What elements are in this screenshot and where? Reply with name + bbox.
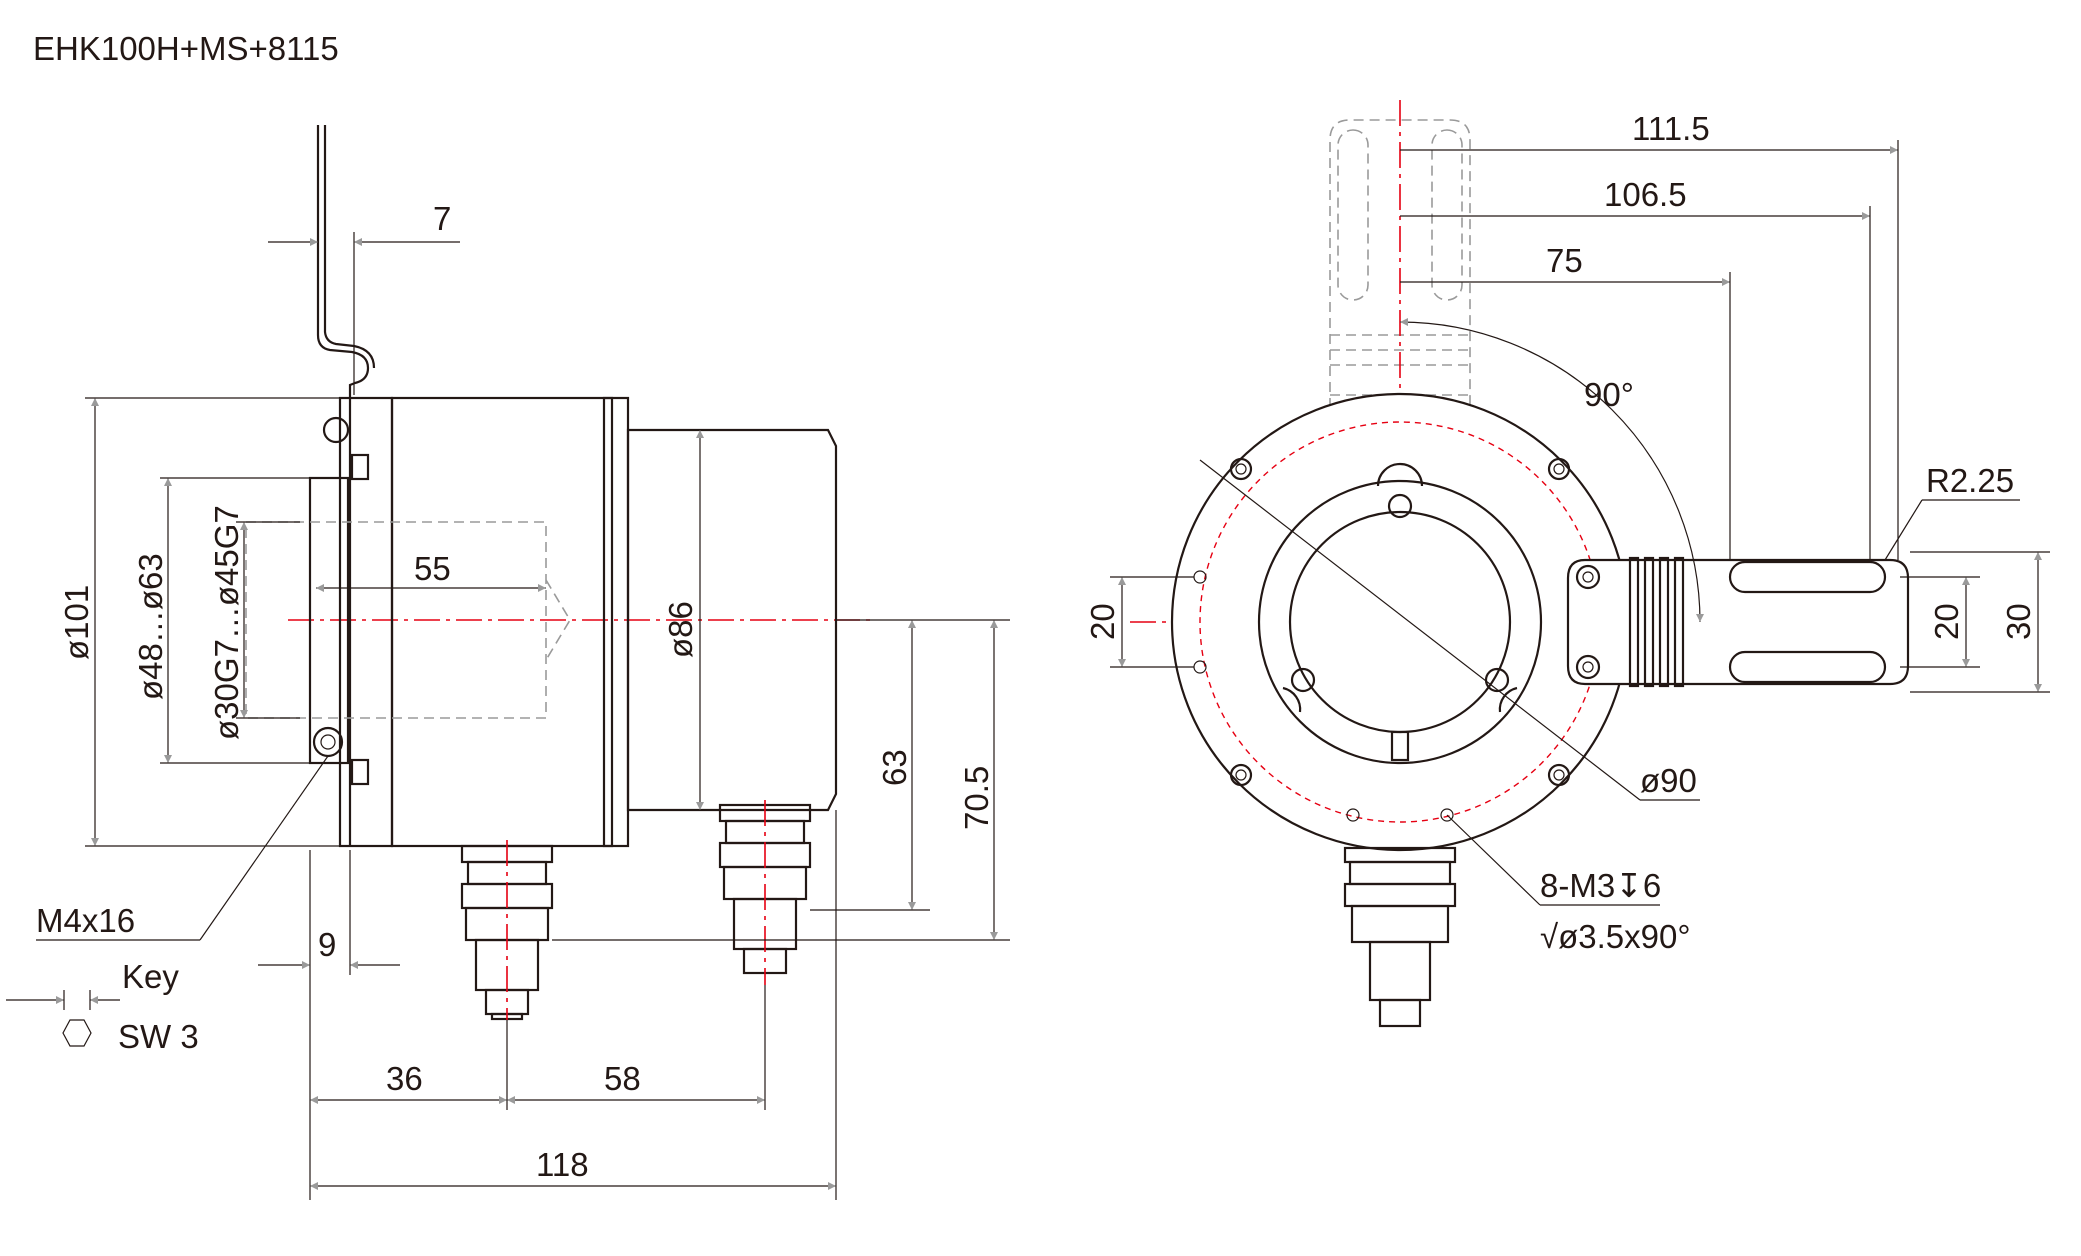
torque-bracket [1566,556,1910,688]
dim-7: 7 [433,200,451,237]
dim-d30-d45: ø30G7…ø45G7 [208,505,245,740]
dim-d90: ø90 [1640,762,1697,799]
key-slot [1390,730,1410,762]
spring-bracket [316,125,370,400]
dim-70-5: 70.5 [958,766,995,830]
set-screw-hex-icon [320,734,336,750]
spring-bracket-inner [323,125,376,369]
dim-d86: ø86 [662,601,699,658]
cable-gland-front [1343,846,1457,1028]
slot-upper [1728,560,1887,594]
dim-20-left: 20 [1084,603,1121,640]
dim-36: 36 [386,1060,423,1097]
dim-d48-d63: ø48…ø63 [132,553,169,700]
thread-label: 8-M3↧6 [1540,867,1661,904]
sw-label: SW 3 [118,1018,199,1055]
encoder-housing [390,396,614,848]
dim-63: 63 [876,749,913,786]
dim-111-5: 111.5 [1632,110,1710,147]
hollow-shaft-hidden [245,521,547,719]
bracket-screw-icon [322,416,350,444]
dim-20-right: 20 [1928,603,1965,640]
front-view: ø90 8-M3↧6 √ø3.5x90° 111.5 106.5 75 90° … [1084,100,2050,1028]
set-screw-icon [312,726,344,758]
dim-d101: ø101 [58,585,95,660]
dim-9: 9 [318,926,336,963]
flange-screw-top [350,453,370,481]
clamping-ring [308,476,350,765]
dim-106-5: 106.5 [1604,176,1687,213]
slot-lower [1728,650,1887,684]
flange-screw-bottom [350,758,370,786]
dim-118: 118 [536,1146,589,1183]
housing-rim [602,396,630,848]
screw-label: M4x16 [36,902,135,939]
drawing-title: EHK100H+MS+8115 [33,30,339,67]
dim-58: 58 [604,1060,641,1097]
key-label: Key [122,958,179,995]
hex-key-icon [62,1019,92,1047]
side-view: 7 55 ø101 ø48…ø63 ø30G7…ø45G7 ø86 63 70.… [6,125,1010,1200]
housing-outer-circle [1170,392,1630,852]
dim-75: 75 [1546,242,1583,279]
countersink-label: √ø3.5x90° [1540,918,1691,955]
angle-90: 90° [1584,376,1634,413]
dim-55: 55 [414,550,451,587]
dim-30: 30 [2000,603,2037,640]
cable-gland-2 [718,800,812,985]
cable-gland-1 [460,840,554,1021]
radius-r2-25: R2.25 [1926,462,2014,499]
